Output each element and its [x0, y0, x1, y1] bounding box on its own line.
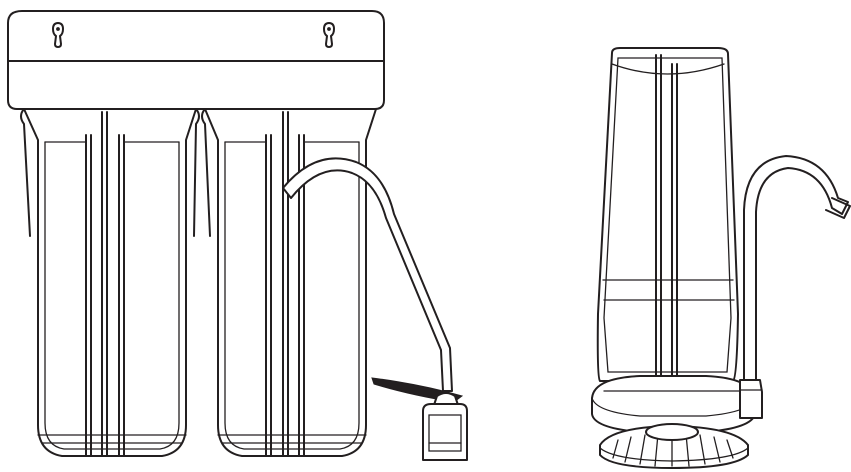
- filter-housing: [596, 47, 739, 389]
- filter-base: [591, 375, 756, 433]
- keyhole-icon: [323, 22, 335, 48]
- gooseneck-faucet: [739, 155, 851, 419]
- keyhole-icon: [52, 22, 64, 48]
- suction-foot: [599, 423, 749, 469]
- twin-filter-unit: [7, 10, 468, 461]
- mounting-bracket: [7, 10, 385, 110]
- filter-housing: [20, 108, 200, 457]
- countertop-filter-unit: [591, 47, 851, 469]
- gooseneck-faucet: [282, 157, 453, 392]
- faucet-base: [422, 392, 468, 461]
